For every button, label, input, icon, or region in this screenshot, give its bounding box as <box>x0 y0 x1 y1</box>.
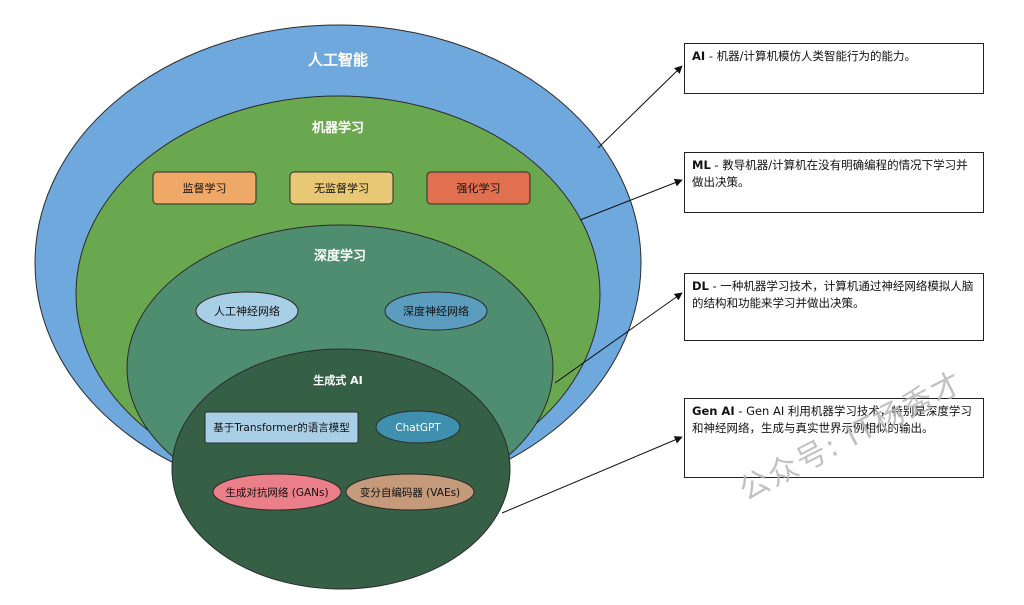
dl-definition-text: - 一种机器学习技术，计算机通过神经网络模拟人脑的结构和功能来学习并做出决策。 <box>692 279 974 310</box>
genai-title: 生成式 AI <box>313 373 362 387</box>
ml-definition-text: - 教导机器/计算机在没有明确编程的情况下学习并做出决策。 <box>692 158 968 189</box>
ml-definition-term: ML <box>692 158 711 172</box>
gans-label: 生成对抗网络 (GANs) <box>225 486 328 499</box>
vaes-label: 变分自编码器 (VAEs) <box>360 486 460 499</box>
reinforcement-learning-box <box>426 171 531 205</box>
transformer-model-box <box>204 411 359 444</box>
dl-arrow <box>554 292 683 384</box>
dl-definition-box: DL - 一种机器学习技术，计算机通过神经网络模拟人脑的结构和功能来学习并做出决… <box>684 273 984 341</box>
dl-definition-term: DL <box>692 279 709 293</box>
genai-definition-text: - Gen AI 利用机器学习技术，特别是深度学习和神经网络，生成与真实世界示例… <box>692 404 972 435</box>
reinforcement-learning-label: 强化学习 <box>457 181 501 195</box>
ai-arrow <box>597 65 683 149</box>
ai-definition-text: - 机器/计算机模仿人类智能行为的能力。 <box>705 49 917 63</box>
chatgpt-label: ChatGPT <box>395 422 441 434</box>
ann-ellipse <box>195 291 299 331</box>
unsupervised-learning-label: 无监督学习 <box>314 181 369 195</box>
supervised-learning-label: 监督学习 <box>183 181 227 195</box>
chatgpt-ellipse <box>375 410 461 444</box>
ai-definition-term: AI <box>692 49 706 63</box>
genai-ellipse <box>171 348 511 590</box>
genai-definition-term: Gen AI <box>692 404 735 418</box>
ml-title: 机器学习 <box>312 120 364 136</box>
transformer-model-label: 基于Transformer的语言模型 <box>213 421 350 434</box>
vaes-ellipse <box>345 473 475 511</box>
dnn-label: 深度神经网络 <box>403 304 469 318</box>
gans-ellipse <box>212 473 342 511</box>
ml-arrow <box>579 178 683 221</box>
ann-label: 人工神经网络 <box>214 304 280 318</box>
genai-definition-box: Gen AI - Gen AI 利用机器学习技术，特别是深度学习和神经网络，生成… <box>684 398 984 478</box>
supervised-learning-box <box>152 171 257 205</box>
ai-definition-box: AI - 机器/计算机模仿人类智能行为的能力。 <box>684 43 984 94</box>
unsupervised-learning-box <box>289 171 394 205</box>
ml-definition-box: ML - 教导机器/计算机在没有明确编程的情况下学习并做出决策。 <box>684 152 984 213</box>
dnn-ellipse <box>384 291 488 331</box>
ai-title: 人工智能 <box>308 51 368 69</box>
genai-arrow <box>501 436 683 514</box>
dl-title: 深度学习 <box>314 248 366 264</box>
